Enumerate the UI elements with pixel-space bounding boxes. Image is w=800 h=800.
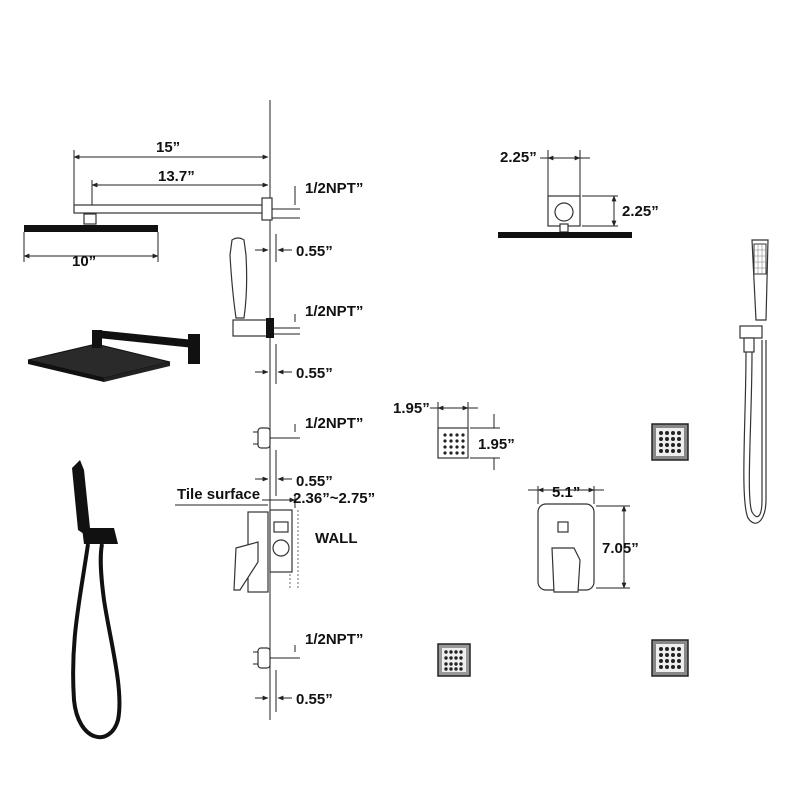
jet-width-label: 1.95” xyxy=(393,400,430,417)
body-jet-1 xyxy=(437,427,469,459)
flange-front-view xyxy=(498,150,632,238)
depth-label-2: 0.55” xyxy=(296,365,333,382)
body-jet-side-view-1 xyxy=(253,424,300,496)
depth-label-4: 0.55” xyxy=(296,691,333,708)
npt-label-3: 1/2NPT” xyxy=(305,415,363,432)
body-jet-2 xyxy=(651,423,689,461)
npt-label-4: 1/2NPT” xyxy=(305,631,363,648)
head-width-label: 10” xyxy=(72,253,96,270)
plate-width-label: 5.1” xyxy=(552,484,580,501)
rain-head-render xyxy=(27,330,200,382)
handheld-render xyxy=(71,460,122,739)
arm-length-label: 15” xyxy=(156,139,180,156)
npt-label-1: 1/2NPT” xyxy=(305,180,363,197)
npt-dim-2 xyxy=(255,314,300,384)
jet-height-label: 1.95” xyxy=(478,436,515,453)
npt-label-2: 1/2NPT” xyxy=(305,303,363,320)
depth-label-3: 0.55” xyxy=(296,473,333,490)
arm-reach-label: 13.7” xyxy=(158,168,195,185)
handheld-side-view xyxy=(229,237,300,338)
body-jet-side-view-2 xyxy=(253,645,300,712)
npt-dim-1 xyxy=(255,186,300,262)
flange-width-label: 2.25” xyxy=(500,149,537,166)
valve-plate-front-view xyxy=(528,486,630,593)
wall-range-label: 2.36”~2.75” xyxy=(293,490,375,507)
body-jet-front-view-dim xyxy=(430,402,500,470)
shower-head-side-view xyxy=(23,150,300,262)
valve-wall-section xyxy=(175,494,299,593)
wall-label: WALL xyxy=(315,530,358,547)
flange-height-label: 2.25” xyxy=(622,203,659,220)
body-jet-4 xyxy=(651,639,689,677)
plate-height-label: 7.05” xyxy=(602,540,639,557)
handheld-line-drawing xyxy=(739,239,769,524)
body-jet-3 xyxy=(437,643,471,677)
tile-surface-label: Tile surface xyxy=(177,486,260,503)
depth-label-1: 0.55” xyxy=(296,243,333,260)
